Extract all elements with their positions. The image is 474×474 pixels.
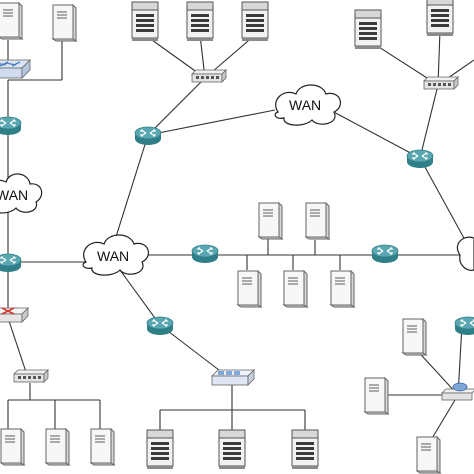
- router-icon: [441, 382, 474, 401]
- switch-icon: [423, 76, 459, 90]
- wan-label-center: WAN: [97, 248, 129, 264]
- router-icon: [146, 316, 174, 336]
- server-icon: [364, 377, 389, 415]
- network-links: [7, 29, 474, 451]
- server-icon: [0, 428, 25, 466]
- server-icon: [0, 2, 23, 40]
- server-icon: [330, 270, 355, 308]
- server-icon: [241, 1, 269, 42]
- server-icon: [131, 1, 159, 42]
- server-icon: [146, 429, 174, 470]
- wan-cloud-center: WAN: [82, 234, 150, 276]
- server-icon: [416, 436, 441, 474]
- switch-icon: [0, 59, 31, 79]
- router-icon: [0, 253, 22, 273]
- wan-cloud-top: WAN: [274, 84, 342, 126]
- router-icon: [0, 116, 22, 136]
- server-icon: [402, 318, 427, 356]
- wan-label-top: WAN: [289, 97, 321, 113]
- router-icon: [134, 126, 162, 146]
- router-icon: [191, 244, 219, 264]
- wan-label-left: WAN: [0, 187, 28, 203]
- server-icon: [291, 429, 319, 470]
- router-icon: [454, 316, 474, 336]
- server-icon: [283, 270, 308, 308]
- server-icon: [90, 428, 115, 466]
- server-icon: [305, 202, 330, 240]
- server-icon: [354, 9, 382, 50]
- server-icon: [218, 429, 246, 470]
- server-icon: [258, 202, 283, 240]
- wan-cloud-right: [456, 236, 474, 271]
- wan-cloud-left: WAN: [0, 173, 43, 214]
- firewall-icon: [0, 307, 29, 323]
- server-icon: [426, 0, 454, 37]
- switch-icon: [191, 69, 227, 83]
- server-icon: [52, 4, 77, 42]
- server-icon: [186, 1, 214, 42]
- server-icon: [45, 428, 70, 466]
- switch-icon: [211, 369, 255, 386]
- router-icon: [371, 244, 399, 264]
- server-icon: [237, 270, 262, 308]
- switch-icon: [13, 369, 49, 383]
- router-icon: [406, 149, 434, 169]
